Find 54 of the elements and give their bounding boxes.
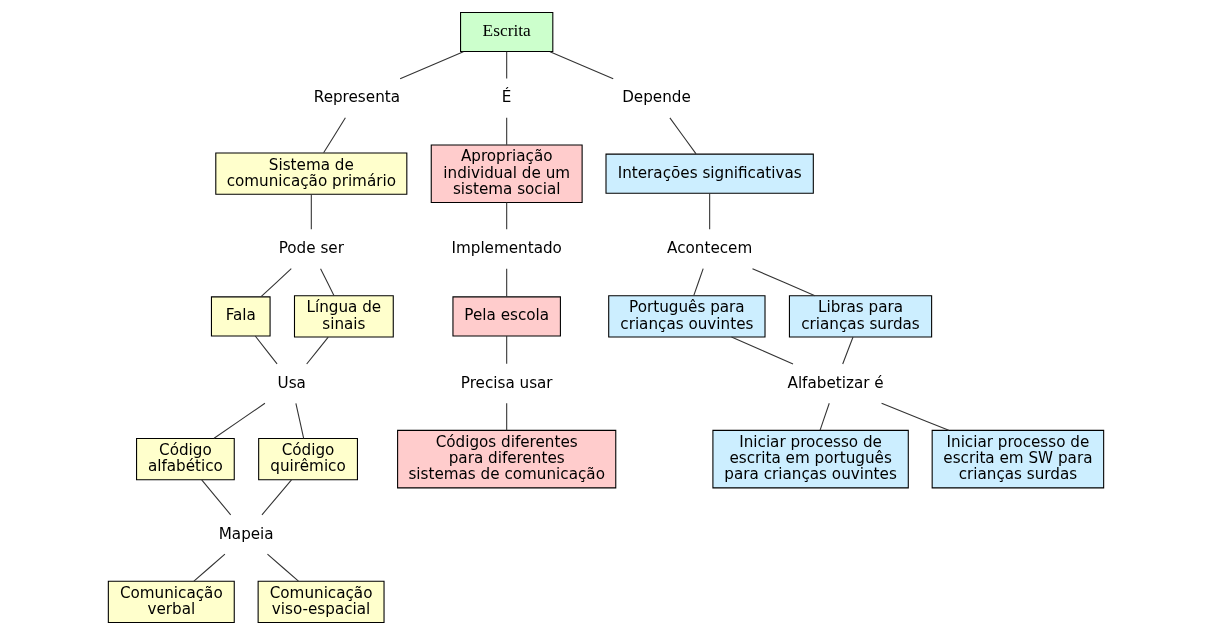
node-text: Acontecem [667, 239, 753, 258]
connector [193, 553, 226, 582]
node-text: Precisa usar [460, 373, 553, 392]
node-box: Interações significativas [605, 153, 814, 194]
connector [506, 402, 508, 431]
node-box: Língua de sinais [293, 295, 394, 338]
connector [399, 51, 464, 80]
connector [693, 268, 704, 297]
node-text: Representa [313, 88, 401, 107]
connector [881, 402, 950, 431]
node-text: Alfabetizar é [787, 373, 884, 392]
node-text: Implementado [451, 239, 562, 258]
connector [709, 192, 711, 230]
connector [295, 402, 305, 439]
connector [669, 117, 697, 155]
connector [261, 479, 293, 516]
connector [549, 51, 614, 80]
connector [506, 335, 508, 365]
connector [323, 117, 346, 154]
node-text: Mapeia [218, 524, 274, 543]
connector [266, 553, 299, 582]
node-text: Usa [277, 373, 306, 392]
connector [310, 193, 312, 230]
node-box: Português para crianças ouvintes [608, 295, 766, 338]
node-box: Iniciar processo de escrita em português para crianças ouvintes [712, 429, 909, 489]
node-box: Pela escola [452, 296, 561, 337]
node-box: Escrita [460, 11, 554, 53]
connector [751, 268, 816, 297]
node-text: É [501, 88, 512, 107]
node-box: Códigos diferentes para diferentes sistemas de comunicação [397, 429, 617, 489]
node-box: Comunicação viso-espacial [257, 580, 385, 624]
connector [506, 201, 508, 230]
connector [201, 479, 232, 516]
node-text: Pode ser [278, 239, 344, 258]
node-box: Código alfabético [136, 437, 235, 481]
connector [506, 117, 508, 146]
node-box: Libras para crianças surdas [788, 295, 933, 338]
connector [506, 51, 508, 79]
connector [320, 268, 335, 297]
connector [506, 268, 508, 298]
connector [260, 268, 292, 298]
node-box: Fala [210, 296, 271, 337]
connector [306, 336, 329, 365]
node-box: Sistema de comunicação primário [215, 152, 408, 195]
node-box: Código quirêmico [258, 437, 358, 481]
connector [819, 402, 830, 431]
connector [213, 402, 266, 439]
node-box: Apropriação individual de um sistema social [430, 144, 583, 203]
node-text: Depende [622, 88, 691, 107]
connector [842, 336, 854, 365]
node-box: Comunicação verbal [107, 580, 235, 624]
node-box: Iniciar processo de escrita em SW para crianças surdas [931, 429, 1105, 489]
connector [730, 336, 794, 365]
connector [254, 335, 278, 365]
